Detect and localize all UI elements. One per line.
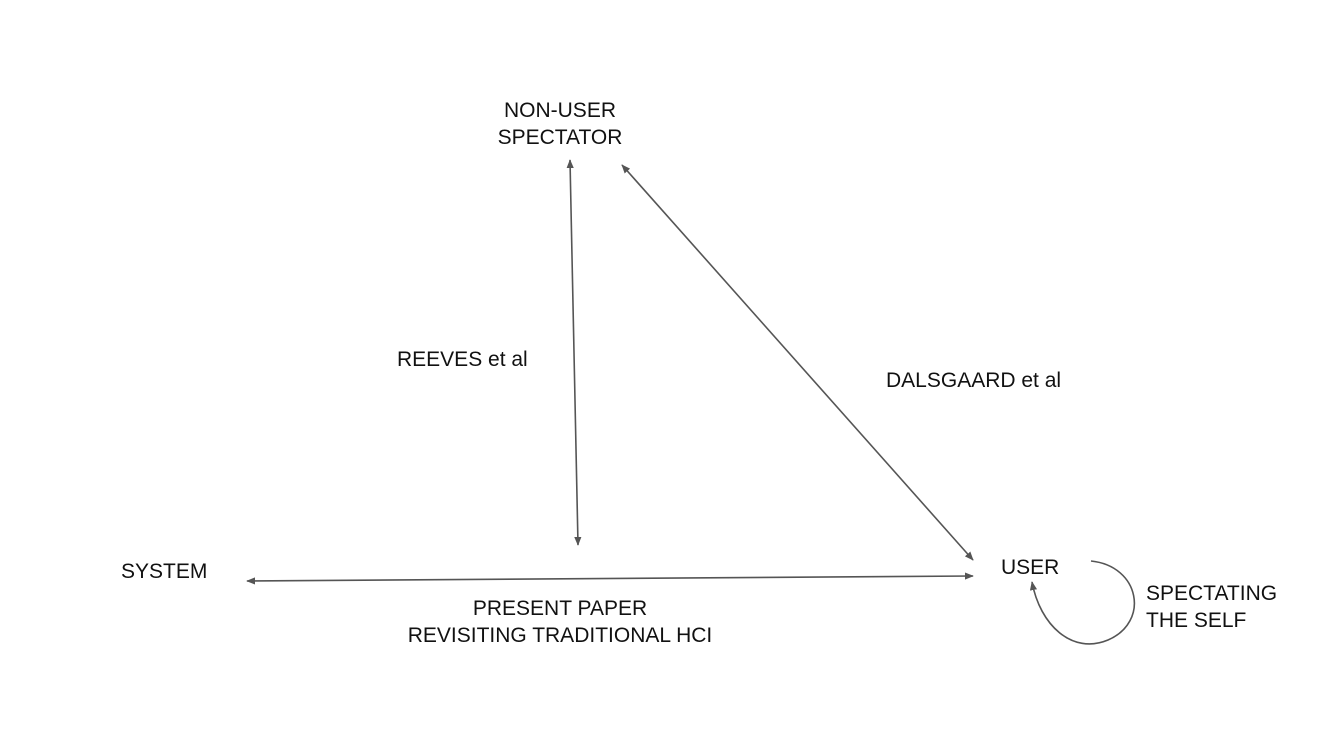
edge-label-dalsgaard: DALSGAARD et al: [886, 369, 1062, 392]
edge-label-self: SPECTATING THE SELF: [1146, 580, 1277, 634]
node-spectator: NON-USER SPECTATOR: [470, 97, 650, 151]
node-user: USER: [1001, 556, 1060, 579]
edge-self-loop: [1029, 560, 1136, 645]
edge-label-present-line1: PRESENT PAPER: [472, 597, 648, 620]
edge-label-reeves: REEVES et al: [397, 348, 528, 371]
node-spectator-line2: SPECTATOR: [497, 126, 623, 149]
edge-label-self-line1: SPECTATING: [1146, 582, 1278, 605]
edge-system-user: [246, 572, 974, 585]
edge-spectator-system: [566, 159, 582, 546]
edge-label-present-line2: REVISITING TRADITIONAL HCI: [407, 624, 713, 647]
edge-spectator-user: [621, 164, 974, 561]
edge-label-present: PRESENT PAPER REVISITING TRADITIONAL HCI: [380, 595, 740, 649]
edge-label-self-line2: THE SELF: [1146, 609, 1247, 632]
node-system: SYSTEM: [121, 560, 208, 583]
node-spectator-line1: NON-USER: [503, 99, 616, 122]
